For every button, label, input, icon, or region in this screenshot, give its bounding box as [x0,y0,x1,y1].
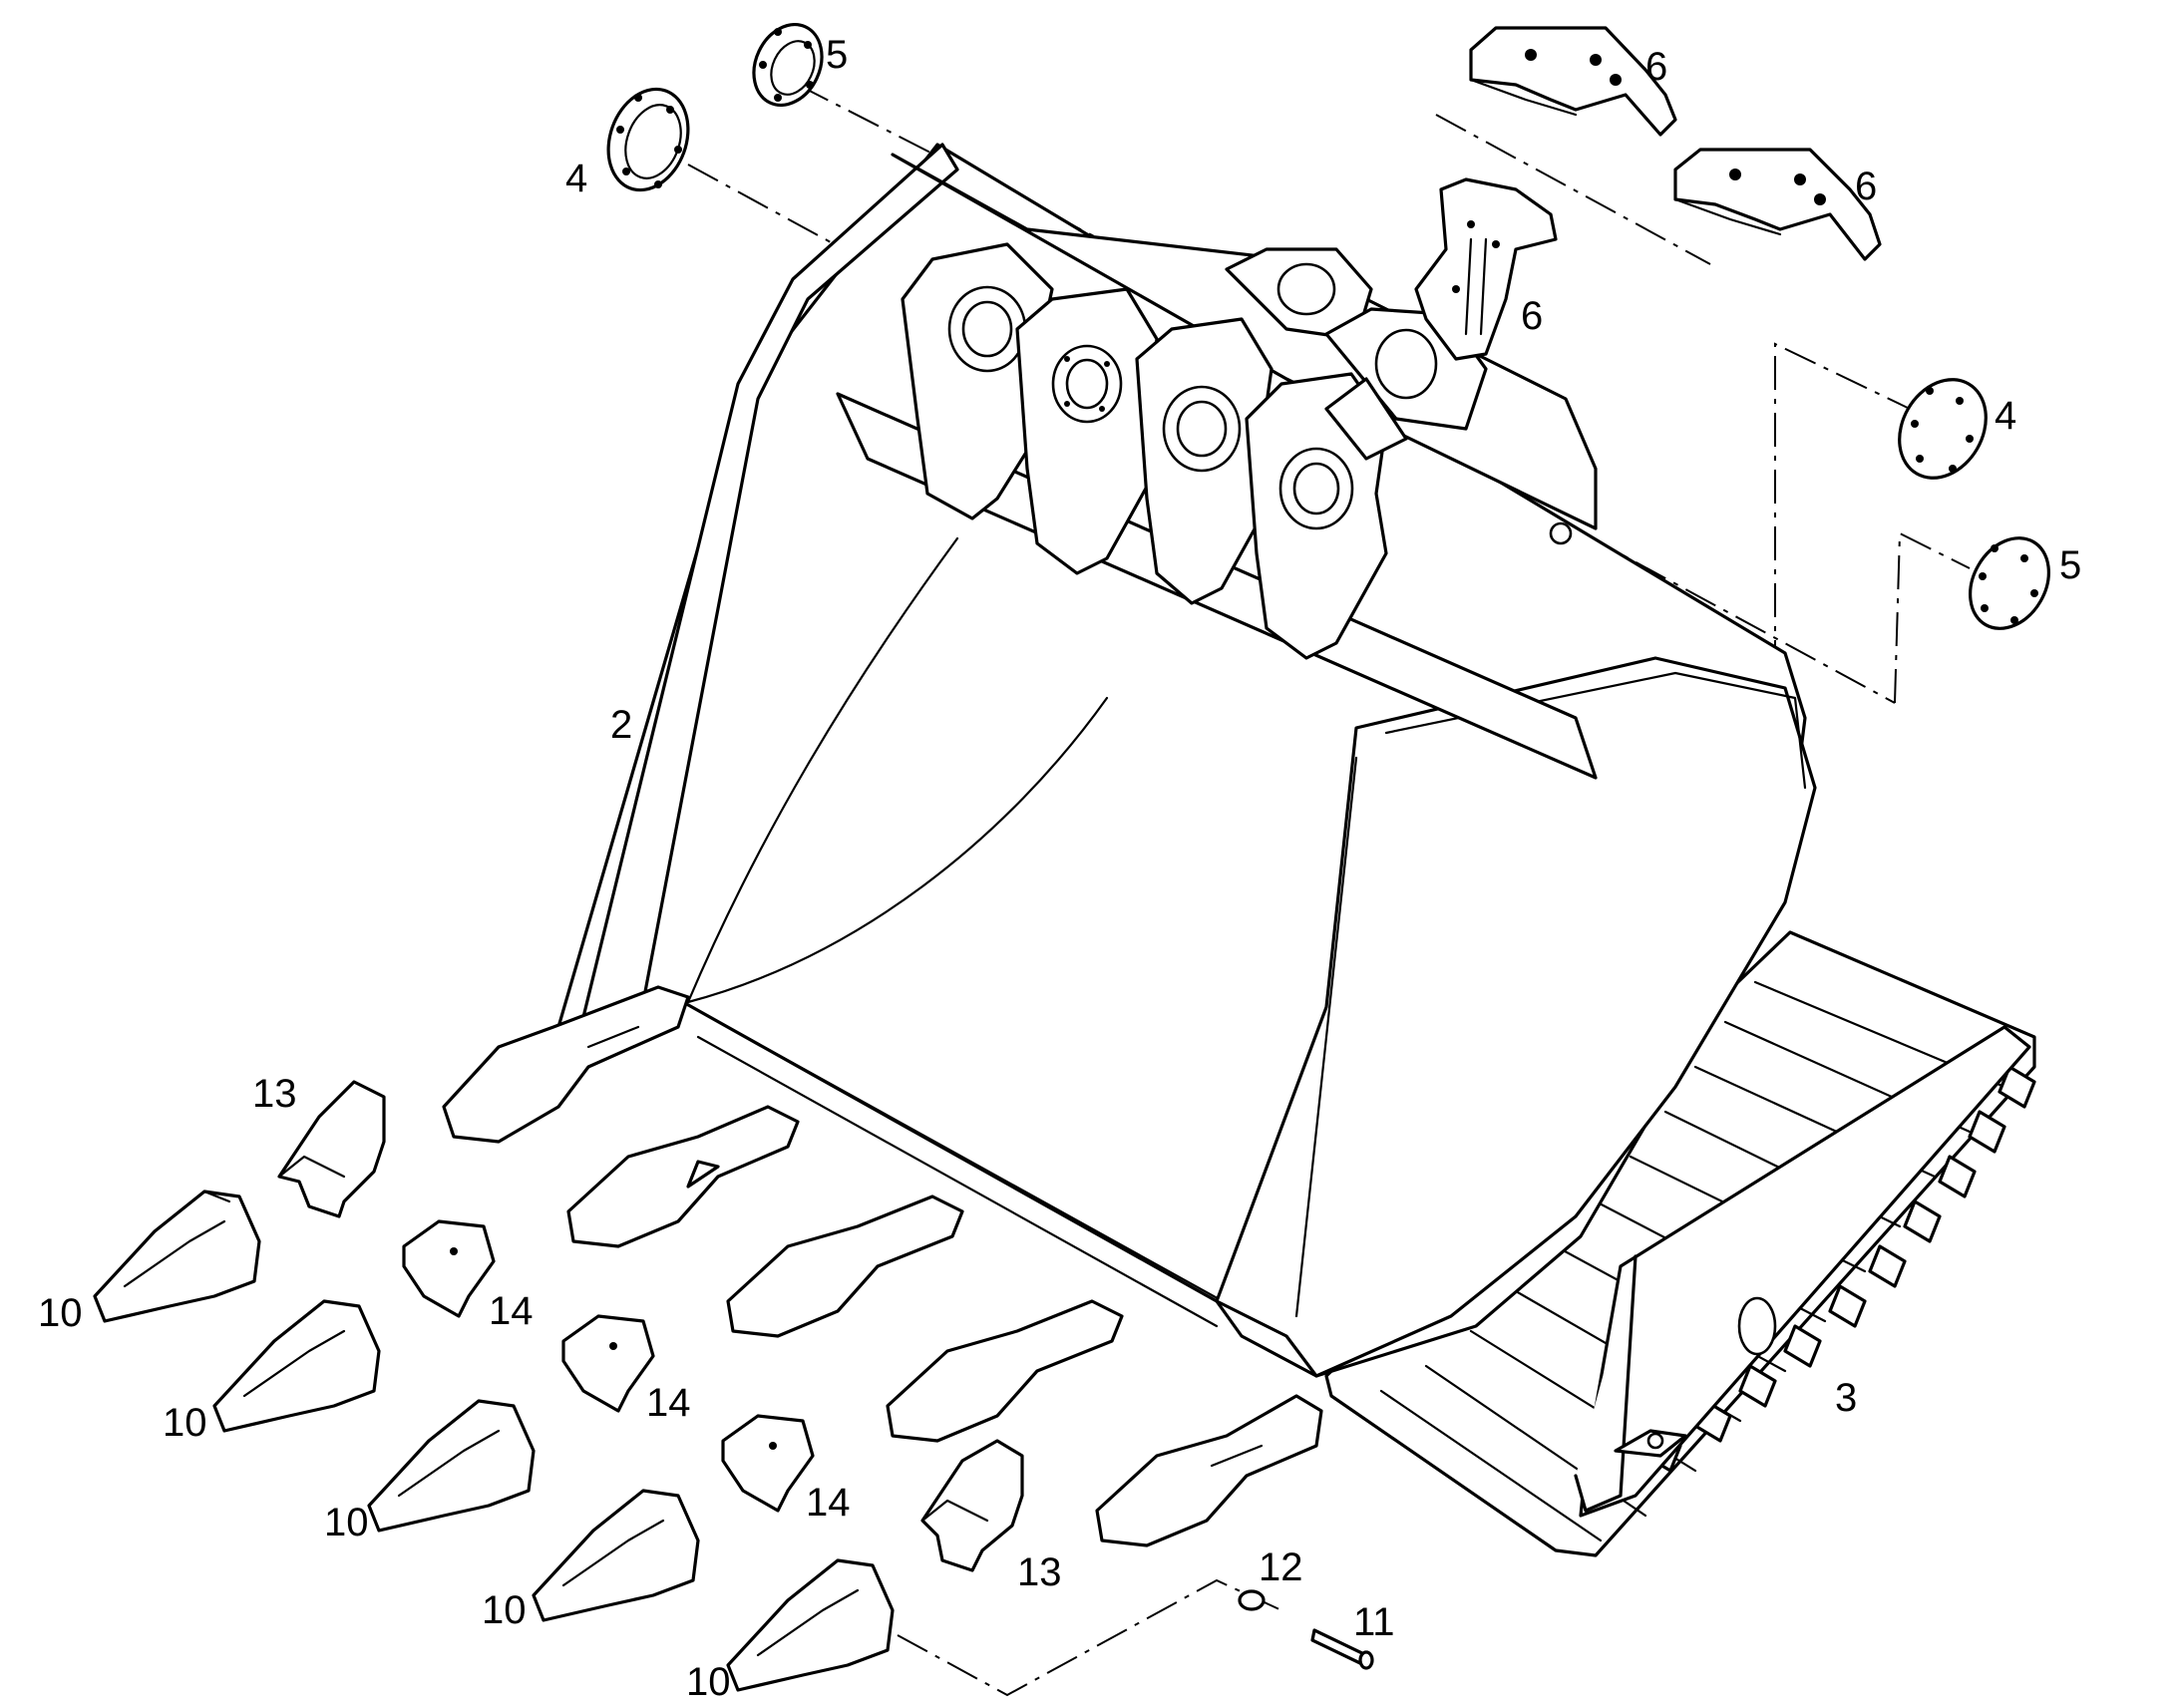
part-10-tooth-2 [212,1299,381,1433]
part-10-tooth-4 [532,1489,700,1622]
callout-4-upper: 4 [565,157,587,200]
callout-10-2: 10 [163,1401,207,1445]
part-14-guard-1 [402,1219,496,1318]
part-6-wear-pad-right [1673,148,1882,261]
part-2-bucket-body [556,143,2031,1518]
part-11-pin [1310,1628,1374,1670]
part-5-cap-right [1969,536,2050,630]
part-6-wear-pad-top [1469,26,1677,137]
callout-10-4: 10 [482,1588,527,1632]
callout-13-right: 13 [1017,1550,1062,1594]
part-6-wear-pad-center [1414,177,1558,361]
part-13-cover-right [920,1439,1024,1572]
callout-14-1: 14 [489,1289,534,1333]
part-14-guard-2 [561,1314,655,1413]
part-14-guard-3 [721,1414,815,1513]
part-5-cap-upper [752,23,824,107]
callout-11: 11 [1353,1600,1395,1644]
callout-13-left: 13 [252,1072,297,1116]
part-13-cover-left [277,1080,386,1218]
callout-10-1: 10 [38,1291,83,1335]
callout-6-right: 6 [1855,165,1877,208]
callout-labels: 4 5 6 6 6 4 5 2 3 13 13 14 14 14 10 10 1… [38,33,2081,1704]
part-12-lock-washer [1238,1589,1266,1611]
callout-5-right: 5 [2059,543,2081,587]
callout-6-top: 6 [1645,45,1667,89]
callout-12: 12 [1259,1545,1303,1589]
callout-6-center: 6 [1521,294,1543,338]
callout-10-3: 10 [324,1501,369,1544]
part-4-cap-right [1898,378,1988,480]
part-4-cap-upper [606,87,690,192]
callout-14-3: 14 [806,1481,851,1525]
callout-2: 2 [610,703,632,747]
callout-5-upper: 5 [826,33,848,77]
part-10-tooth-5 [726,1558,895,1692]
callout-4-right: 4 [1995,394,2016,438]
callout-3: 3 [1835,1376,1857,1420]
part-10-tooth-3 [367,1399,536,1533]
lip-adapters [442,985,1323,1547]
callout-14-2: 14 [646,1381,691,1425]
part-10-tooth-1 [93,1190,261,1323]
callout-10-5: 10 [686,1660,731,1704]
